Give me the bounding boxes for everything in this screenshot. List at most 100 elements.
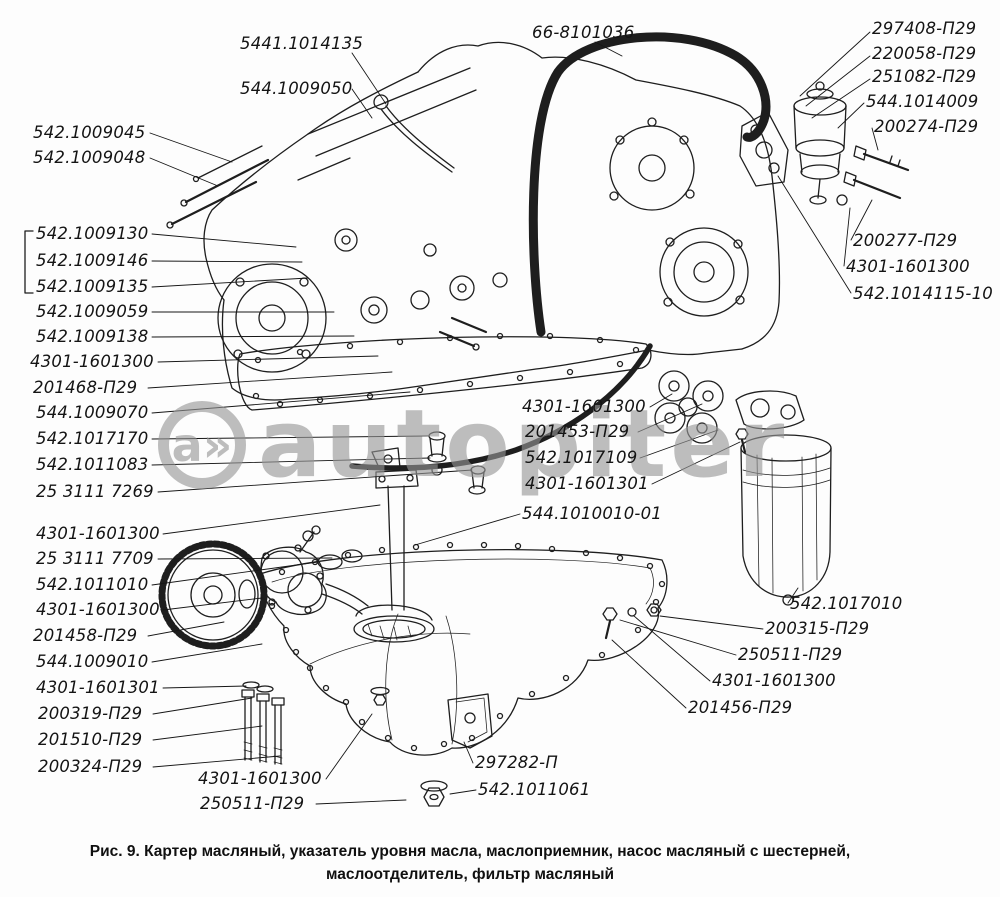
part-label: 544.1009010 [36, 652, 149, 671]
bolts-bottom-left-drawing [241, 681, 285, 765]
leader-line [151, 561, 319, 586]
bolt-fasteners-right [836, 145, 910, 206]
oil-separator-drawing [739, 81, 847, 205]
leader-line [325, 713, 373, 780]
leader-line [351, 52, 387, 105]
leader-line [157, 557, 333, 560]
leader-line [787, 587, 799, 604]
part-label: 200324-П29 [38, 757, 143, 776]
leader-line [152, 755, 281, 768]
part-label: 4301-1601300 [36, 600, 160, 619]
leader-line [777, 175, 852, 294]
part-label: 200277-П29 [853, 231, 958, 250]
leader-line [843, 207, 851, 267]
drain-plug-drawing [420, 780, 448, 807]
part-label: 201458-П29 [33, 626, 138, 645]
gasket-strip-drawing [349, 343, 653, 471]
part-label: 4301-1601301 [525, 474, 649, 493]
part-label: 5441.1014135 [240, 34, 364, 53]
part-label: 542.1011083 [36, 455, 149, 474]
oil-pickup-drawing [302, 447, 435, 643]
leader-line [151, 435, 429, 440]
figure-caption: Рис. 9. Картер масляный, указатель уровн… [0, 840, 940, 886]
part-label: 544.1010010-01 [522, 504, 662, 523]
part-label: 542.1011010 [36, 575, 149, 594]
leader-line [811, 78, 871, 119]
leader-line [152, 725, 263, 741]
leader-line [149, 132, 233, 163]
leader-line [619, 619, 737, 656]
leader-line [449, 789, 477, 795]
leader-line [151, 335, 355, 338]
stud-bolts-top-left [166, 145, 270, 229]
part-label: 542.1009130 [36, 224, 149, 243]
engine-block-drawing [203, 41, 781, 401]
leader-line [850, 199, 873, 241]
part-label: 250511-П29 [200, 794, 305, 813]
part-label: 4301-1601300 [198, 769, 322, 788]
pan-fasteners-drawing [370, 603, 662, 706]
pan-baffle-bracket-drawing [447, 693, 493, 749]
oil-filter-drawing [735, 390, 832, 606]
oil-dipstick-drawing [373, 94, 455, 173]
part-label: 542.1017010 [790, 594, 903, 613]
part-label: 542.1017109 [525, 448, 638, 467]
leader-line [639, 429, 719, 459]
part-label: 544.1009070 [36, 403, 149, 422]
part-label: 542.1009059 [36, 302, 149, 321]
part-label: 201456-П29 [688, 698, 793, 717]
figure-caption-line1: Рис. 9. Картер масляный, указатель уровн… [89, 843, 851, 860]
part-label: 4301-1601300 [522, 397, 646, 416]
leader-line [651, 441, 741, 485]
part-label: 542.1014115-10 [853, 284, 993, 303]
part-label: 25 3111 7709 [36, 549, 154, 568]
part-label: 4301-1601300 [36, 524, 160, 543]
part-label: 297408-П29 [872, 19, 977, 38]
leader-line [871, 127, 879, 151]
leader-line [152, 697, 253, 715]
leader-line [594, 41, 623, 57]
leader-line [649, 393, 673, 408]
leader-line [149, 157, 219, 187]
leader-line [151, 643, 263, 663]
oil-pan-gasket-upper-drawing [237, 332, 652, 411]
leader-line [315, 799, 407, 805]
part-label: 544.1014009 [866, 92, 979, 111]
part-label: 200315-П29 [765, 619, 870, 638]
leader-line [463, 741, 474, 764]
leader-line [151, 277, 309, 288]
part-label: 542.1009138 [36, 327, 149, 346]
part-label: 542.1009146 [36, 251, 149, 270]
part-label: 542.1017170 [36, 429, 149, 448]
leader-line [633, 615, 711, 682]
part-label: 25 3111 7269 [36, 482, 154, 501]
leader-line [162, 504, 381, 535]
part-label: 542.1009048 [33, 148, 146, 167]
leader-lines [147, 31, 879, 805]
part-label: 201453-П29 [525, 422, 630, 441]
part-label: 4301-1601300 [30, 352, 154, 371]
leader-line [637, 403, 703, 433]
part-label: 544.1009050 [240, 79, 353, 98]
leader-line [151, 233, 297, 248]
breather-hose-drawing [528, 32, 771, 337]
label-group-bracket [24, 230, 34, 294]
part-label: 220058-П29 [872, 44, 977, 63]
leader-line [147, 371, 393, 389]
part-label: 542.1009135 [36, 277, 149, 296]
part-label: 542.1009045 [33, 123, 146, 142]
leader-line [162, 685, 247, 689]
leader-line [157, 355, 379, 363]
leader-line [611, 639, 687, 709]
part-label: 200274-П29 [874, 117, 979, 136]
part-label: 200319-П29 [38, 704, 143, 723]
oil-pan-drawing [259, 541, 668, 756]
small-fittings-drawing [427, 431, 486, 495]
part-label: 201510-П29 [38, 730, 143, 749]
part-label: 251082-П29 [872, 67, 977, 86]
part-label: 250511-П29 [738, 645, 843, 664]
leader-line [805, 55, 871, 107]
